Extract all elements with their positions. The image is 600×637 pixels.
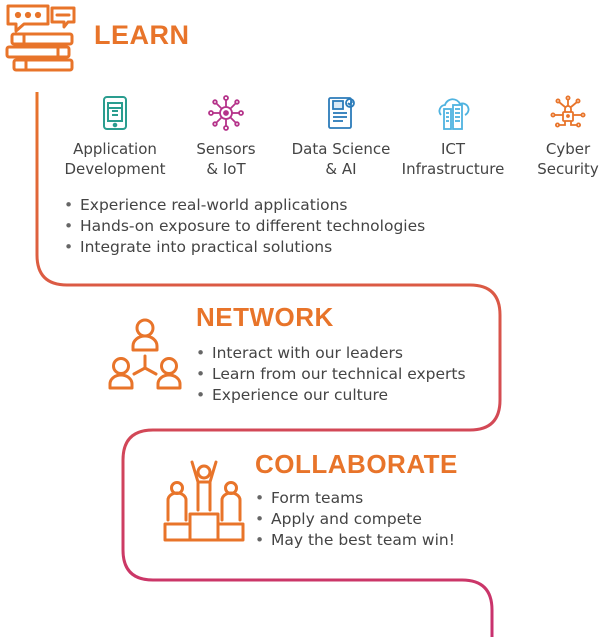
category-ict-infrastructure: ICT Infrastructure — [393, 95, 513, 179]
list-item: Experience our culture — [196, 385, 466, 406]
category-label: Data Science & AI — [291, 140, 391, 178]
list-item: Integrate into practical solutions — [64, 237, 425, 258]
cloud-building-icon — [438, 98, 470, 130]
category-label: ICT Infrastructure — [401, 140, 505, 178]
list-item: Form teams — [255, 488, 455, 509]
people-network-icon — [108, 318, 182, 390]
list-item: Experience real-world applications — [64, 195, 425, 216]
list-item: May the best team win! — [255, 530, 455, 551]
data-document-icon — [328, 97, 355, 129]
list-item: Apply and compete — [255, 509, 455, 530]
list-item: Hands-on exposure to different technolog… — [64, 216, 425, 237]
category-label: Sensors & IoT — [196, 140, 256, 178]
learn-books-chat-icon — [5, 4, 76, 72]
network-heading: NETWORK — [196, 302, 334, 332]
list-item: Interact with our leaders — [196, 343, 466, 364]
learn-bullet-list: Experience real-world applications Hands… — [64, 195, 425, 258]
category-label: Application Development — [64, 140, 166, 178]
list-item: Learn from our technical experts — [196, 364, 466, 385]
category-label: Cyber Security — [537, 140, 599, 178]
team-podium-icon — [163, 460, 245, 542]
category-sensors-iot: Sensors & IoT — [166, 95, 286, 179]
network-bullet-list: Interact with our leaders Learn from our… — [196, 343, 466, 406]
category-cyber-security: Cyber Security — [508, 95, 600, 179]
circuit-lock-icon — [550, 95, 586, 128]
tablet-app-icon — [103, 96, 127, 130]
sensor-network-icon — [208, 95, 244, 131]
category-application-development: Application Development — [55, 95, 175, 179]
category-data-science-ai: Data Science & AI — [281, 95, 401, 179]
collaborate-heading: COLLABORATE — [255, 449, 458, 479]
collaborate-bullet-list: Form teams Apply and compete May the bes… — [255, 488, 455, 551]
learn-heading: LEARN — [94, 20, 190, 50]
